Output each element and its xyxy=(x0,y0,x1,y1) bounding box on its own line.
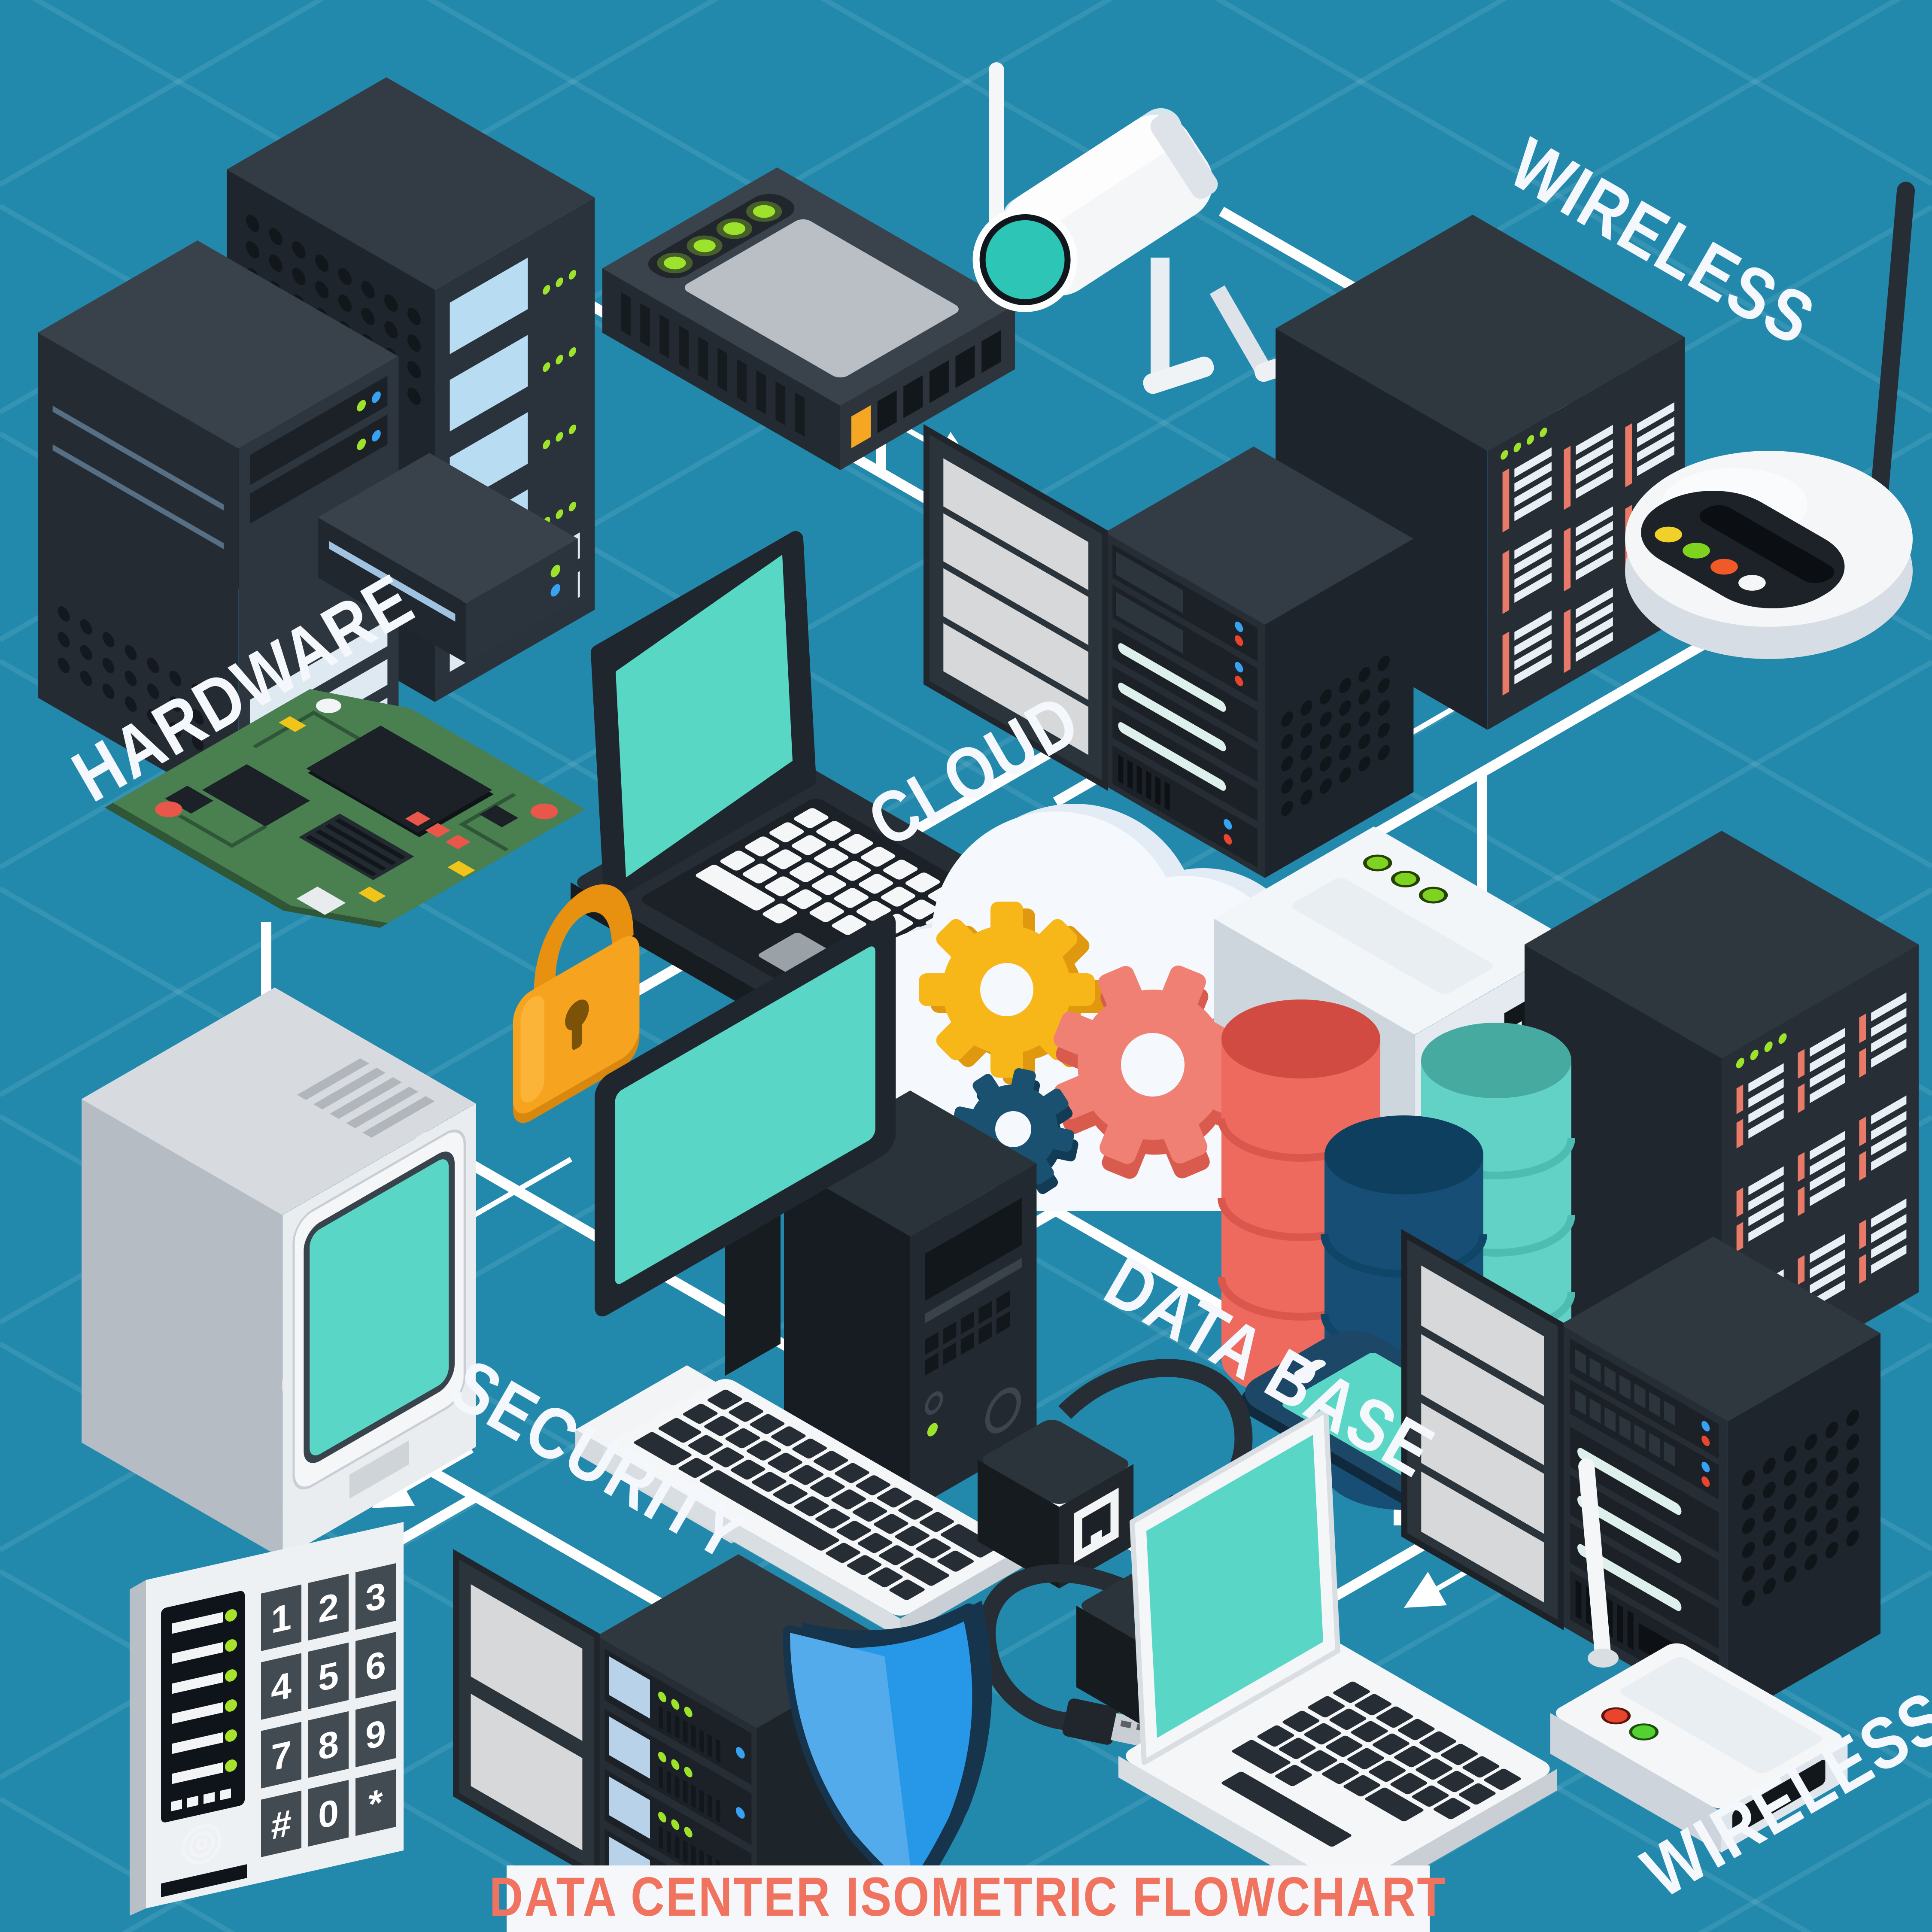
desktop-computer-icon xyxy=(575,914,1037,1638)
white-laptop-icon xyxy=(1118,1408,1557,1911)
gear-salmon-icon xyxy=(1053,965,1255,1179)
keypad-key[interactable]: 0 xyxy=(318,1791,339,1837)
shield-icon xyxy=(783,1600,992,1898)
wireless-router-flat-icon xyxy=(1550,1458,1848,1853)
security-keypad-icon: 1 2 3 4 5 6 7 8 9 # 0 * xyxy=(130,1522,404,1916)
keypad-key[interactable]: 2 xyxy=(318,1585,339,1631)
rack-shelf-icon xyxy=(318,453,578,663)
antenna xyxy=(1578,1458,1611,1660)
keypad-key[interactable]: 1 xyxy=(271,1596,292,1642)
title-bar: DATA CENTER ISOMETRIC FLOWCHART xyxy=(489,1865,1447,1932)
keypad-key[interactable]: 8 xyxy=(318,1722,339,1768)
keypad-key[interactable]: 6 xyxy=(365,1643,386,1689)
padlock-icon xyxy=(513,884,640,1123)
keypad-key[interactable]: 4 xyxy=(271,1665,292,1710)
keypad-key[interactable]: # xyxy=(271,1802,292,1848)
crt-monitor-icon xyxy=(81,987,476,1558)
wireless-router-oval-icon xyxy=(1625,182,1915,659)
page-title: DATA CENTER ISOMETRIC FLOWCHART xyxy=(489,1866,1447,1928)
antenna xyxy=(989,62,1004,251)
antenna xyxy=(1865,182,1915,559)
keypad-key[interactable]: 9 xyxy=(365,1712,386,1758)
gear-yellow-icon xyxy=(919,902,1107,1084)
server-rack-open-door-icon xyxy=(923,424,1414,878)
network-switch-icon xyxy=(602,62,1015,470)
keypad-key[interactable]: 5 xyxy=(318,1654,339,1700)
keypad-key[interactable]: 3 xyxy=(365,1574,386,1620)
security-camera-icon xyxy=(972,108,1313,394)
keypad-key[interactable]: * xyxy=(368,1781,383,1826)
circuit-board-icon xyxy=(105,689,585,928)
keypad-key[interactable]: 7 xyxy=(271,1733,292,1779)
